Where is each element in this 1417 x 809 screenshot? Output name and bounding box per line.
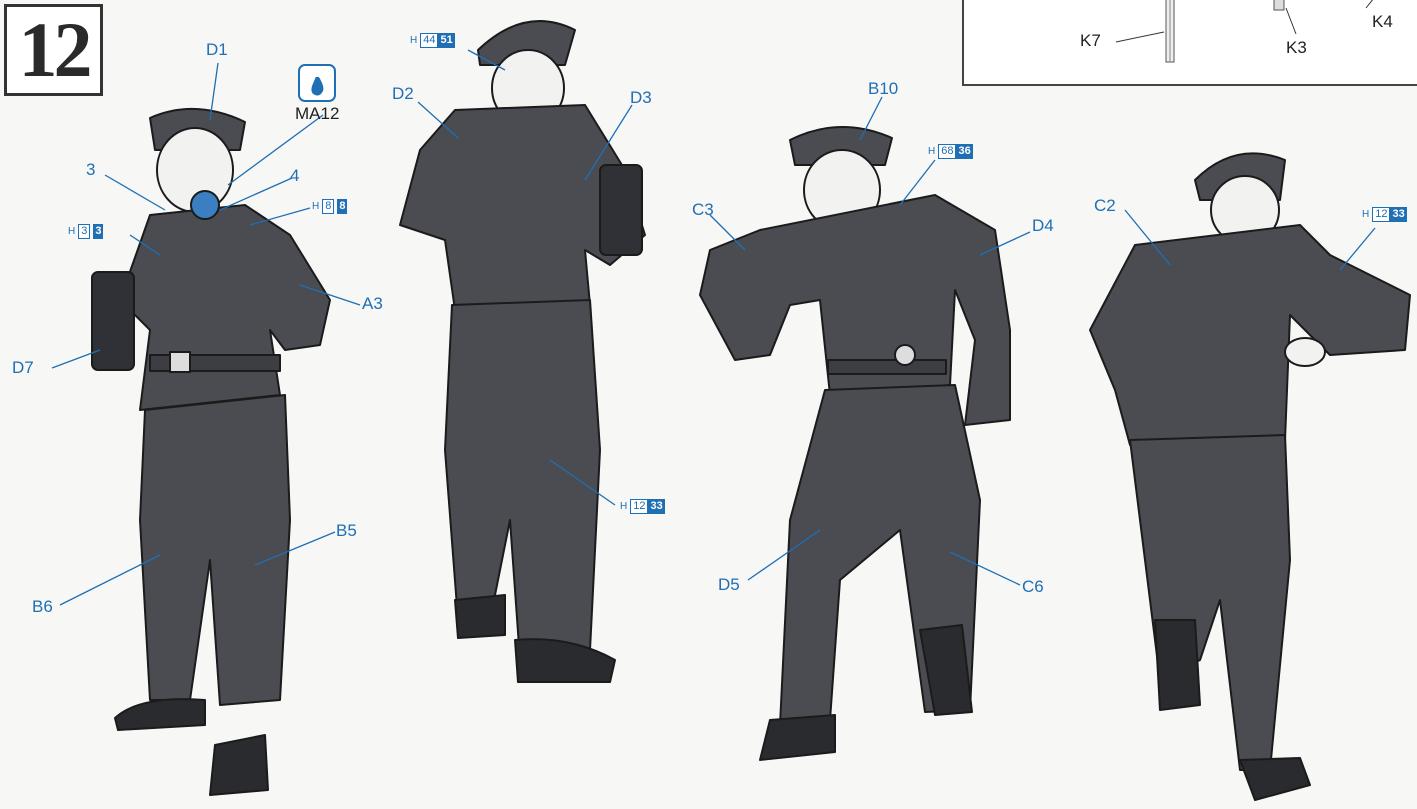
paint-callout-h3: H 3 3: [68, 224, 103, 239]
part-label-4: 4: [290, 166, 299, 186]
part-label-d1: D1: [206, 40, 228, 60]
paint-callout-h8: H 8 8: [312, 199, 347, 214]
part-label-c3: C3: [692, 200, 714, 220]
part-label-d3: D3: [630, 88, 652, 108]
figure-2: [400, 21, 645, 682]
paint-prefix: H: [1362, 209, 1369, 220]
paint-prefix: H: [410, 35, 417, 46]
paint-code-a: 44: [420, 33, 438, 48]
paint-code-a: 68: [938, 144, 956, 159]
paint-callout-h68: H 68 36: [928, 144, 973, 159]
paint-prefix: H: [68, 226, 75, 237]
paint-code-b: 51: [438, 33, 454, 48]
paint-prefix: H: [312, 201, 319, 212]
paint-code-b: 33: [648, 499, 664, 514]
paint-code-b: 36: [956, 144, 972, 159]
paint-code-b: 8: [337, 199, 347, 214]
paint-code-a: 3: [78, 224, 90, 239]
decal-code: MA12: [295, 104, 339, 124]
part-label-d2: D2: [392, 84, 414, 104]
part-label-d4: D4: [1032, 216, 1054, 236]
paint-code-a: 12: [630, 499, 648, 514]
part-label-d5: D5: [718, 575, 740, 595]
part-label-3: 3: [86, 160, 95, 180]
part-label-c6: C6: [1022, 577, 1044, 597]
paint-prefix: H: [620, 501, 627, 512]
paint-callout-h12-figure4: H 12 33: [1362, 207, 1407, 222]
paint-prefix: H: [928, 146, 935, 157]
part-label-b10: B10: [868, 79, 898, 99]
figure-3: [700, 127, 1010, 760]
paint-callout-h12-figure2: H 12 33: [620, 499, 665, 514]
part-label-b6: B6: [32, 597, 53, 617]
paint-code-a: 12: [1372, 207, 1390, 222]
paint-code-b: 33: [1390, 207, 1406, 222]
part-label-d7: D7: [12, 358, 34, 378]
figure-4: [1090, 153, 1410, 800]
paint-code-b: 3: [93, 224, 103, 239]
part-label-b5: B5: [336, 521, 357, 541]
water-drop-icon: [298, 64, 336, 102]
paint-callout-h44: H 44 51: [410, 33, 455, 48]
part-label-c2: C2: [1094, 196, 1116, 216]
paint-code-a: 8: [322, 199, 334, 214]
part-label-a3: A3: [362, 294, 383, 314]
